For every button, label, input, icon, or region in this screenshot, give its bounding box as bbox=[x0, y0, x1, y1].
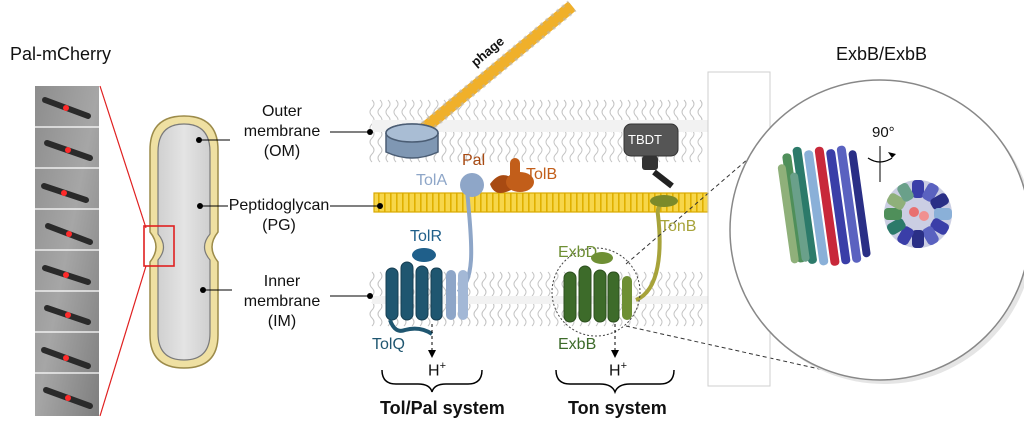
tolpal-brace bbox=[381, 369, 483, 393]
label-tbdt: TBDT bbox=[628, 132, 662, 147]
label-tolq: TolQ bbox=[372, 336, 405, 353]
zoom-connector-top bbox=[625, 139, 771, 265]
exbb-structure-side-view bbox=[777, 145, 871, 266]
label-structure-title: ExbB/ExbB bbox=[836, 44, 928, 64]
zoom-line-bottom bbox=[99, 265, 147, 417]
structure-circle bbox=[729, 79, 1024, 381]
exbb-highlight-circle bbox=[551, 247, 641, 337]
label-tolr: TolR bbox=[410, 228, 443, 245]
rotate-arrow-icon bbox=[867, 146, 896, 182]
tbdt-protein bbox=[623, 123, 679, 189]
phage bbox=[385, 0, 577, 159]
label-exbd: ExbD bbox=[558, 244, 598, 261]
panel-title-pal-mcherry: Pal-mCherry bbox=[10, 44, 112, 64]
tonb-protein bbox=[635, 195, 678, 302]
label-exbb: ExbB bbox=[558, 336, 597, 353]
tolb-protein bbox=[506, 158, 534, 192]
tolr-protein bbox=[412, 248, 456, 320]
label-pal: Pal bbox=[462, 152, 486, 169]
label-tolb: TolB bbox=[526, 166, 558, 183]
zoom-line-top bbox=[99, 85, 147, 229]
im-core bbox=[372, 296, 708, 304]
exbb-structure-top-view bbox=[884, 180, 952, 248]
label-peptidoglycan: Peptidoglycan (PG) bbox=[228, 197, 330, 234]
cell-label-leaders bbox=[199, 139, 232, 291]
exbd-protein bbox=[591, 252, 632, 320]
cell-schematic bbox=[149, 115, 219, 369]
label-proton-ton: H+ bbox=[609, 360, 627, 380]
label-outer-membrane: Outer membrane (OM) bbox=[243, 103, 321, 160]
tolq-protein bbox=[385, 261, 443, 336]
label-tola: TolA bbox=[416, 172, 448, 189]
label-ton-system: Ton system bbox=[568, 398, 667, 418]
ton-brace bbox=[555, 369, 675, 395]
zoom-box bbox=[143, 225, 175, 267]
label-inner-membrane: Inner membrane (IM) bbox=[243, 273, 321, 330]
label-proton-tol: H+ bbox=[428, 360, 446, 380]
label-tonb: TonB bbox=[660, 218, 697, 235]
label-tolpal-system: Tol/Pal system bbox=[380, 398, 505, 418]
micrograph-tiles bbox=[35, 86, 99, 416]
label-rotation: 90° bbox=[872, 124, 895, 141]
tola-protein bbox=[456, 173, 484, 320]
exbb-protein bbox=[563, 265, 620, 323]
